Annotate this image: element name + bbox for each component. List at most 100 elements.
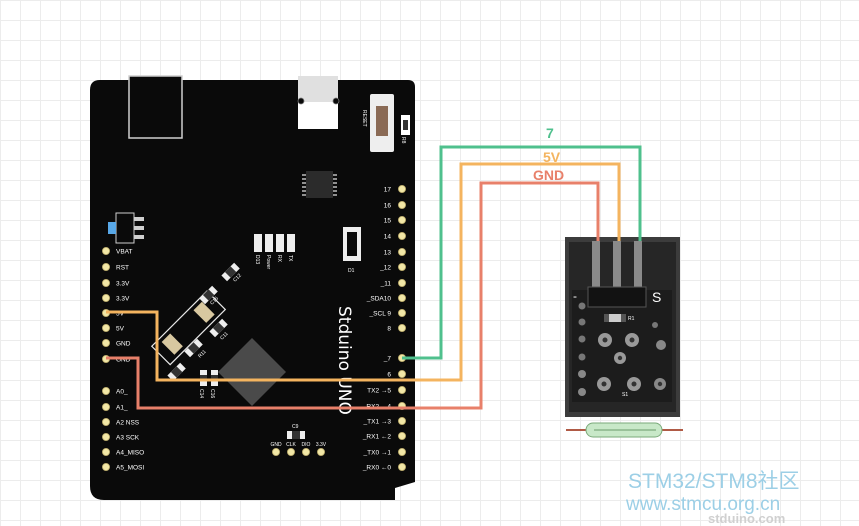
left-pin-a1-9 bbox=[102, 402, 111, 411]
right-pin-6-11 bbox=[397, 369, 406, 378]
right-pin-14-3 bbox=[397, 231, 406, 240]
reset-label: RESET bbox=[361, 110, 367, 127]
wire-power-5v bbox=[106, 162, 621, 382]
wire-label-ground: GND bbox=[533, 167, 564, 183]
left-pin-label-5v-5: 5V bbox=[116, 325, 125, 332]
bottom-pin-gnd-0 bbox=[271, 447, 280, 456]
right-pin-13-4 bbox=[397, 247, 406, 256]
right-pin-label-8-9: 8 bbox=[387, 325, 391, 332]
r11-label: R11 bbox=[197, 349, 208, 360]
left-pin-label-a3-sck-11: A3 SCK bbox=[116, 434, 140, 441]
left-pin-label-3-3v-3: 3.3V bbox=[116, 295, 130, 302]
left-pin-label-gnd-6: GND bbox=[116, 340, 131, 347]
d1-diode: D1 bbox=[343, 227, 361, 274]
left-pin-vbat-0 bbox=[102, 246, 111, 255]
c11-label: C11 bbox=[219, 331, 230, 342]
module-s1-label: S1 bbox=[622, 392, 628, 398]
c9-capacitor: C9 bbox=[287, 424, 305, 439]
bottom-pin-dio-2 bbox=[301, 447, 310, 456]
left-pin-a0-8 bbox=[102, 386, 111, 395]
module-r1-label: R1 bbox=[628, 316, 635, 322]
right-pin-label-17-0: 17 bbox=[384, 186, 392, 193]
wire-signal-7 bbox=[402, 145, 642, 360]
left-pin-3-3v-3 bbox=[102, 293, 111, 302]
right-pin-label-rx0-0-17: _RX0 ←0 bbox=[362, 464, 392, 471]
right-pin-rx1-2-15 bbox=[397, 431, 406, 440]
right-pin-sda10-7 bbox=[397, 293, 406, 302]
right-pin-17-0 bbox=[397, 184, 406, 193]
right-pin-label-13-4: 13 bbox=[384, 249, 392, 256]
right-pin-label-15-2: 15 bbox=[384, 217, 392, 224]
module-minus-label: - bbox=[573, 289, 577, 303]
c12-label: C12 bbox=[232, 273, 243, 284]
bottom-pin-label-gnd-0: GND bbox=[270, 442, 282, 448]
left-pin-label-gnd-7: GND bbox=[116, 356, 131, 363]
r8-label: R8 bbox=[400, 137, 406, 144]
wires bbox=[106, 145, 642, 410]
c9-label: C9 bbox=[292, 424, 299, 430]
mcu-chip bbox=[218, 338, 286, 406]
led-label-power: Power bbox=[265, 255, 271, 270]
c14-label: C14 bbox=[198, 389, 204, 398]
c15-label: C15 bbox=[209, 296, 220, 307]
module-s-label: S bbox=[652, 289, 661, 305]
left-pin-label-vbat-0: VBAT bbox=[116, 248, 133, 255]
right-pin-15-2 bbox=[397, 215, 406, 224]
bottom-pin-clk-1 bbox=[286, 447, 295, 456]
right-pin-label-16-1: 16 bbox=[384, 202, 392, 209]
right-pin-tx1-3-14 bbox=[397, 416, 406, 425]
right-pin-label-7-10: _7 bbox=[383, 355, 392, 362]
right-pin-tx0-1-16 bbox=[397, 447, 406, 456]
stduino-uno-board: RESET R8 bbox=[90, 75, 415, 500]
usb-connector bbox=[128, 75, 183, 139]
right-pin-label-tx0-1-16: _TX0 →1 bbox=[363, 449, 392, 456]
left-pin-gnd-6 bbox=[102, 338, 111, 347]
left-pin-3-3v-2 bbox=[102, 278, 111, 287]
led-label-rx: RX bbox=[276, 255, 282, 263]
board-brand: Stduino UNO bbox=[334, 306, 354, 415]
left-pin-a2-nss-10 bbox=[102, 417, 111, 426]
right-pin-12-5 bbox=[397, 262, 406, 271]
right-pin-label-sda10-7: _SDA10 bbox=[366, 295, 392, 302]
power-jack bbox=[297, 76, 340, 129]
bottom-pin-label-clk-1: CLK bbox=[286, 442, 296, 448]
bottom-pin-label-3-3v-3: 3.3V bbox=[316, 442, 327, 448]
left-pin-label-rst-1: RST bbox=[116, 264, 129, 271]
right-pin-label-scl-9-8: _SCL 9 bbox=[369, 310, 392, 317]
left-pin-label-5v-4: 5V bbox=[116, 310, 125, 317]
right-pin-label-tx1-3-14: _TX1 →3 bbox=[363, 418, 392, 425]
status-leds: D13 Power RX TX bbox=[254, 234, 295, 270]
bottom-pin-label-dio-2: DIO bbox=[302, 442, 311, 448]
right-pin-label-14-3: 14 bbox=[384, 233, 392, 240]
led-label-d13: D13 bbox=[254, 255, 260, 264]
right-pin-label-12-5: _12 bbox=[379, 264, 391, 271]
right-pin-11-6 bbox=[397, 278, 406, 287]
watermark-line2: www.stmcu.org.cn bbox=[625, 494, 780, 515]
left-pin-label-a1-9: A1_ bbox=[116, 404, 128, 411]
bottom-pin-header: GND CLK DIO 3.3V bbox=[270, 442, 327, 456]
left-pin-a3-sck-11 bbox=[102, 432, 111, 441]
right-pin-16-1 bbox=[397, 200, 406, 209]
d1-label: D1 bbox=[348, 268, 355, 274]
left-pin-a5-mosi-13 bbox=[102, 462, 111, 471]
left-pin-label-3-3v-2: 3.3V bbox=[116, 280, 130, 287]
left-pin-label-a0-8: A0_ bbox=[116, 388, 128, 395]
right-pin-label-tx2-5-12: TX2 →5 bbox=[367, 387, 391, 394]
r8-resistor: R8 bbox=[400, 115, 410, 144]
right-pin-label-11-6: _11 bbox=[380, 280, 392, 287]
left-pin-5v-5 bbox=[102, 323, 111, 332]
wire-ground bbox=[106, 181, 600, 410]
left-pin-rst-1 bbox=[102, 262, 111, 271]
capacitor-group: C15 C12 C11 R11 C16 C14 bbox=[150, 262, 243, 398]
right-pin-rx0-0-17 bbox=[397, 462, 406, 471]
right-pin-tx2-5-12 bbox=[397, 385, 406, 394]
watermark: STM32/STM8社区 www.stmcu.org.cn stduino.co… bbox=[625, 470, 800, 526]
left-pin-header: VBAT RST 3.3V 3.3V 5V 5V GND GND A0_ A1_ A2 NSS A3 … bbox=[102, 246, 144, 471]
reset-button: RESET bbox=[361, 94, 394, 152]
left-pin-label-a2-nss-10: A2 NSS bbox=[116, 419, 140, 426]
wire-label-signal: 7 bbox=[546, 125, 554, 141]
led-label-tx: TX bbox=[287, 255, 293, 262]
watermark-line3: stduino.com bbox=[708, 511, 785, 526]
